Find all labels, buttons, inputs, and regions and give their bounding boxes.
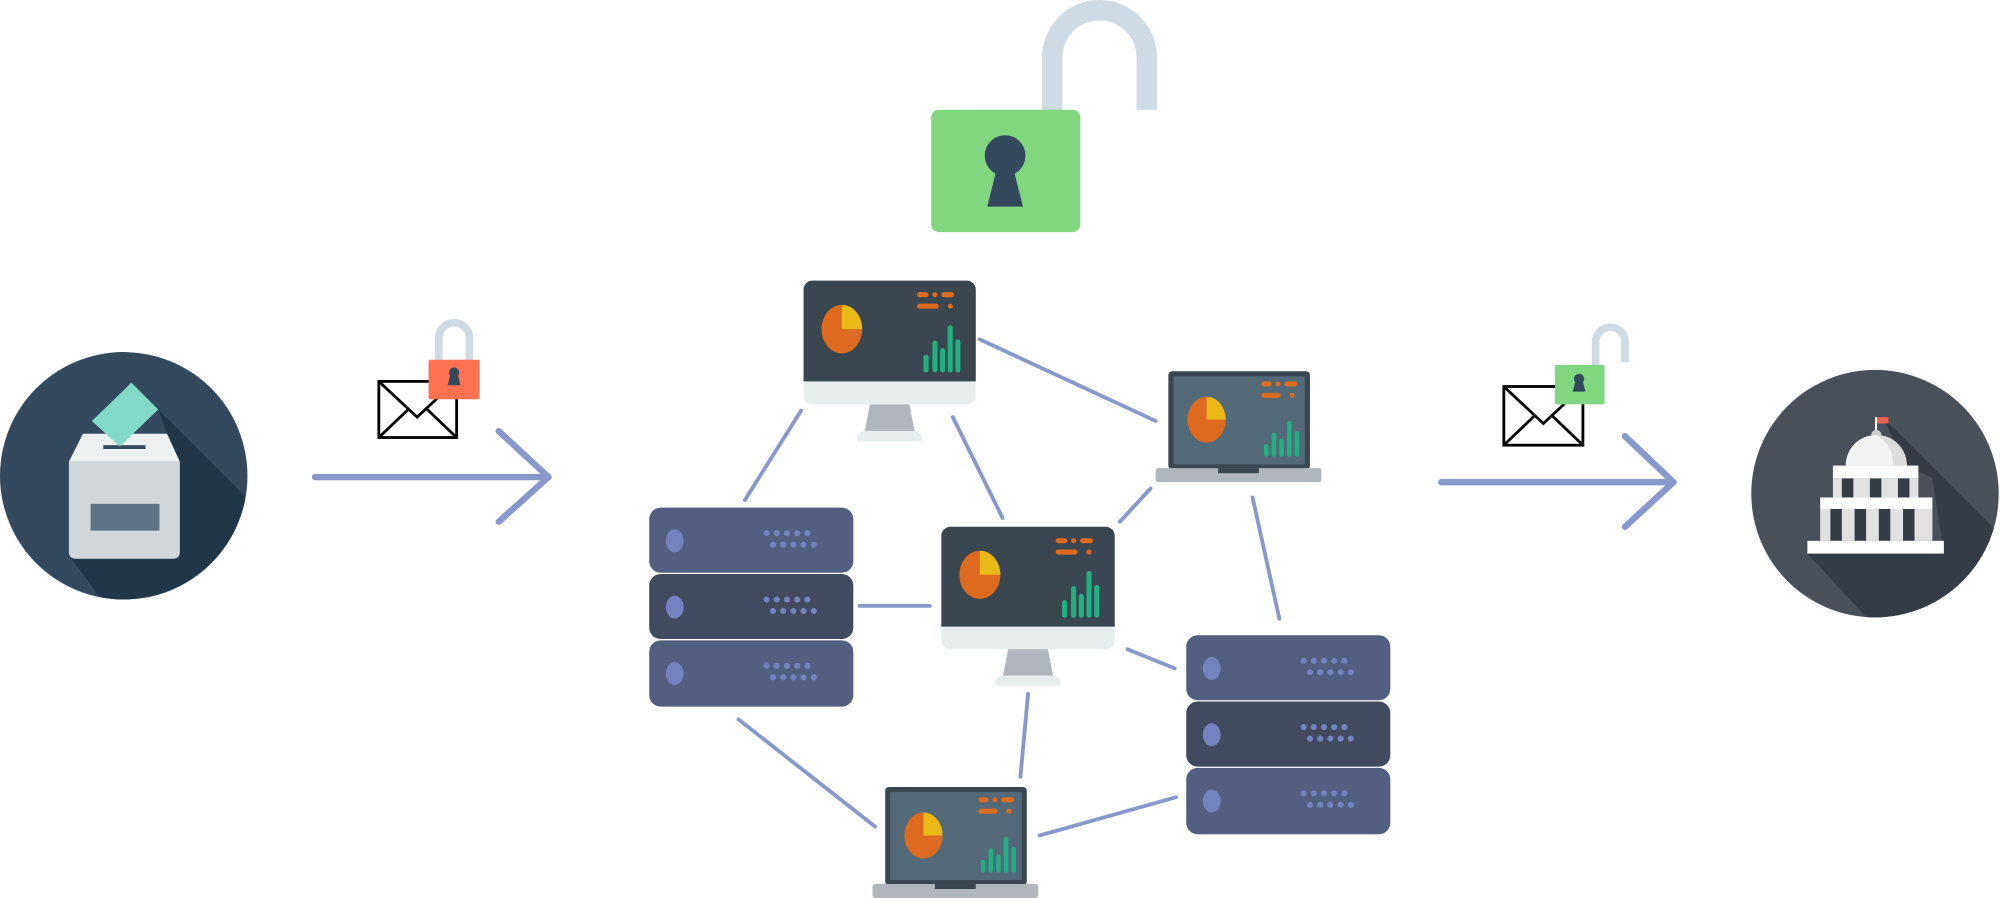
laptop-icon xyxy=(1155,371,1322,483)
laptop-icon xyxy=(872,787,1039,898)
locked-envelope-icon xyxy=(377,318,480,439)
unlocked-padlock-icon xyxy=(1554,323,1629,405)
arrow-right-icon xyxy=(311,427,552,525)
link-monitor-top-laptop-right xyxy=(977,337,1158,423)
server-rack-icon xyxy=(1186,635,1390,834)
server-rack-icon xyxy=(649,508,853,707)
unlocked-envelope-icon xyxy=(1502,323,1629,447)
link-monitor-top-monitor-center xyxy=(950,415,1005,520)
ballot-paper-icon xyxy=(91,382,159,447)
ballot-box-icon xyxy=(0,352,248,600)
link-laptop-right-monitor-center xyxy=(1117,486,1153,524)
locked-padlock-icon xyxy=(428,318,480,400)
arrow-right-icon xyxy=(1438,433,1677,530)
desktop-monitor-icon xyxy=(803,280,976,442)
capitol-building-icon xyxy=(1751,369,1999,618)
unlocked-padlock-icon xyxy=(931,0,1157,233)
link-laptop-right-server-right xyxy=(1250,495,1282,621)
desktop-monitor-icon xyxy=(941,526,1115,686)
link-monitor-center-laptop-bottom xyxy=(1018,691,1030,779)
link-monitor-center-server-right xyxy=(1125,647,1177,671)
link-server-right-laptop-bottom xyxy=(1037,795,1178,838)
link-monitor-top-server-left xyxy=(742,408,803,502)
link-server-left-laptop-bottom xyxy=(736,717,877,829)
network-links xyxy=(736,337,1282,838)
